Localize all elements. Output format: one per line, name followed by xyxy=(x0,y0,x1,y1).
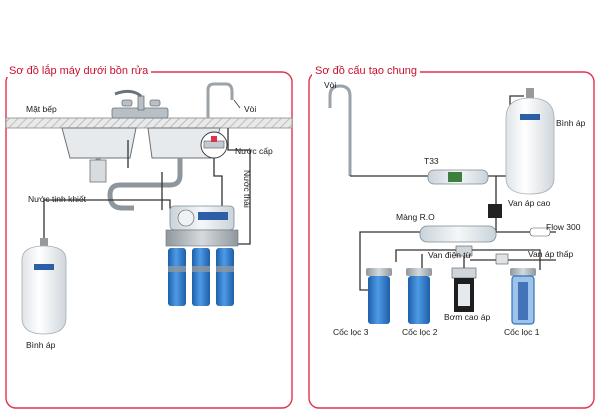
pressure-tank-right xyxy=(505,88,555,195)
label-ro-membrane: Màng R.O xyxy=(396,212,435,222)
label-tank-right: Bình áp xyxy=(556,118,586,128)
sink-basins xyxy=(61,127,221,159)
t33-cartridge xyxy=(427,169,489,185)
pump xyxy=(451,267,477,312)
feed-valve xyxy=(200,131,228,159)
filter-housings-right xyxy=(366,268,536,325)
high-pressure-valve-part xyxy=(488,204,502,218)
label-faucet-left: Vòi xyxy=(244,104,257,114)
right-panel-border xyxy=(308,71,595,409)
left-panel-title: Sơ đồ lắp máy dưới bồn rửa xyxy=(6,65,152,77)
faucet-label-pointer xyxy=(233,99,241,109)
right-panel-title: Sơ đồ cấu tạo chung xyxy=(312,65,421,77)
ro-faucet-left xyxy=(206,82,234,118)
label-tank-left: Bình áp xyxy=(26,340,56,350)
label-low-pressure-valve: Van áp thấp xyxy=(528,249,574,259)
flow-restrictor xyxy=(529,227,551,237)
label-filter3: Cốc lọc 3 xyxy=(333,327,369,337)
label-pure-water: Nước tinh khiết xyxy=(28,194,87,204)
label-filter1: Cốc lọc 1 xyxy=(504,327,540,337)
label-feed-water: Nước cấp xyxy=(235,146,273,156)
label-waste-water: Nước thải xyxy=(242,170,252,208)
sink-faucet xyxy=(111,89,169,119)
solenoid-valve-part xyxy=(455,245,473,257)
ro-membrane xyxy=(419,225,497,243)
label-solenoid-valve: Van điện từ xyxy=(428,250,472,260)
pressure-tank-left xyxy=(21,238,67,335)
label-faucet-right: Vòi xyxy=(324,80,337,90)
label-filter2: Cốc lọc 2 xyxy=(402,327,438,337)
ro-faucet-right xyxy=(328,84,352,176)
ro-unit-left xyxy=(165,205,239,306)
drain-trap xyxy=(89,159,107,183)
label-counter: Mặt bếp xyxy=(26,104,57,114)
low-pressure-valve-part xyxy=(495,253,509,265)
label-t33: T33 xyxy=(424,156,439,166)
label-flow: Flow 300 xyxy=(546,222,581,232)
label-high-pressure-valve: Van áp cao xyxy=(508,198,551,208)
label-pump: Bơm cao áp xyxy=(444,312,491,322)
counter-top xyxy=(5,117,293,129)
